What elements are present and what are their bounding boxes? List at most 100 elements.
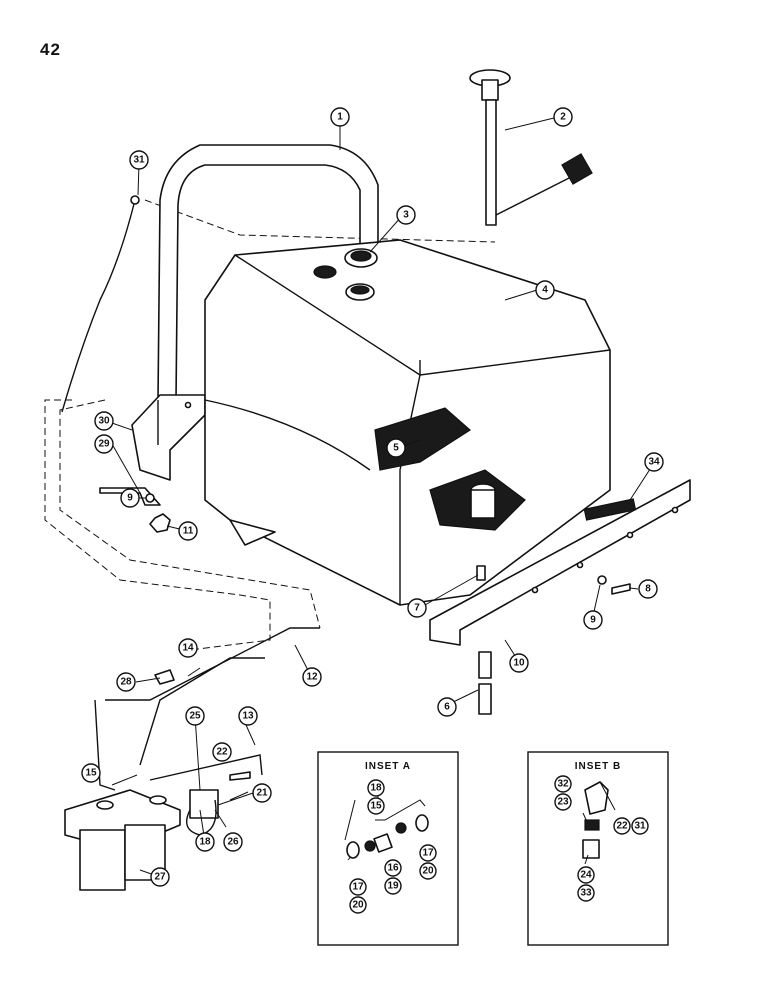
rail-hole [531,586,539,594]
svg-text:33: 33 [580,888,592,899]
svg-text:31: 31 [634,821,646,832]
callout-5: 5 [386,438,406,458]
svg-text:25: 25 [189,711,201,722]
callout-34: 34 [644,452,664,472]
fuel-line-13 [149,754,263,781]
svg-text:5: 5 [393,443,399,454]
sleeve-lower [478,683,492,715]
outlet-fitting-body [470,489,496,519]
callout-27: 27 [150,867,170,887]
svg-text:1: 1 [337,112,343,123]
tank-bottom-lip [229,519,276,546]
svg-text:31: 31 [133,155,145,166]
sleeve-upper [478,651,492,679]
callout-29: 29 [94,434,114,454]
svg-text:4: 4 [542,285,548,296]
tank-front-edge [399,360,421,605]
callout-inset-b-24: 24 [577,866,595,884]
callout-3: 3 [396,205,416,225]
rubber-pad [583,498,637,521]
washer [597,575,607,585]
svg-text:13: 13 [242,711,254,722]
sender-unit-neck [481,79,499,101]
drain-valve [476,565,486,581]
rail-hole [671,506,679,514]
callout-22: 22 [212,742,232,762]
clamp-29 [99,487,161,506]
elbow-fitting-31 [130,195,140,205]
svg-text:17: 17 [422,848,434,859]
fuel-line-12 [94,627,320,791]
callout-6: 6 [437,697,457,717]
callout-1: 1 [330,107,350,127]
callout-9: 9 [120,488,140,508]
sender-float-arm [495,174,576,216]
rail-hole [576,561,584,569]
svg-text:24: 24 [580,870,592,881]
sender-float [561,153,593,185]
svg-text:INSET B: INSET B [575,761,621,772]
callout-9: 9 [583,610,603,630]
callout-2: 2 [553,107,573,127]
svg-text:8: 8 [645,584,651,595]
callout-14: 14 [178,638,198,658]
svg-text:23: 23 [557,797,569,808]
nut-11 [149,513,171,533]
filter-bowl-left [79,829,126,891]
svg-text:10: 10 [513,658,525,669]
svg-text:INSET A: INSET A [365,761,411,772]
clip-28 [154,669,175,685]
svg-text:26: 26 [227,837,239,848]
filter-port [149,795,167,805]
svg-text:34: 34 [648,457,660,468]
svg-text:16: 16 [387,863,399,874]
svg-text:14: 14 [182,643,194,654]
svg-text:30: 30 [98,416,110,427]
fuel-line-14 [139,657,265,766]
callout-inset-b-32: 32 [554,775,572,793]
fuel-line-31 [61,199,136,413]
svg-text:17: 17 [352,882,364,893]
svg-text:21: 21 [256,788,268,799]
callout-18: 18 [195,832,215,852]
svg-text:15: 15 [370,801,382,812]
callout-inset-a-20: 20 [349,896,367,914]
callout-inset-a-17: 17 [419,844,437,862]
svg-text:12: 12 [306,672,318,683]
callout-4: 4 [535,280,555,300]
callout-25: 25 [185,706,205,726]
svg-text:9: 9 [590,615,596,626]
svg-text:9: 9 [127,493,133,504]
callout-7: 7 [407,598,427,618]
page-number: 42 [40,40,61,59]
callout-inset-a-15: 15 [367,797,385,815]
svg-text:22: 22 [216,747,228,758]
inset-a: INSET A 18 15 16 19 17 20 17 20 [317,751,459,946]
svg-text:7: 7 [414,603,420,614]
svg-text:2: 2 [560,112,566,123]
callout-11: 11 [178,521,198,541]
tank-port-inner [350,285,370,295]
svg-text:20: 20 [352,900,364,911]
mounting-bracket [131,394,206,481]
callout-inset-b-31: 31 [631,817,649,835]
callout-26: 26 [223,832,243,852]
mounting-rail [429,479,691,646]
callout-21: 21 [252,783,272,803]
sender-opening [313,265,337,279]
svg-text:18: 18 [199,837,211,848]
callout-inset-b-22: 22 [613,817,631,835]
washer-9 [145,493,155,503]
bracket-hole [184,401,192,409]
callout-inset-a-16: 16 [384,859,402,877]
svg-text:28: 28 [120,677,132,688]
sender-unit-tube [485,99,497,226]
svg-text:18: 18 [370,783,382,794]
filter-port [96,800,114,810]
shutoff-valve [189,789,219,819]
filler-cap-top [350,250,372,262]
callout-10: 10 [509,653,529,673]
tank-side-seam [204,399,371,471]
svg-text:11: 11 [183,526,194,537]
